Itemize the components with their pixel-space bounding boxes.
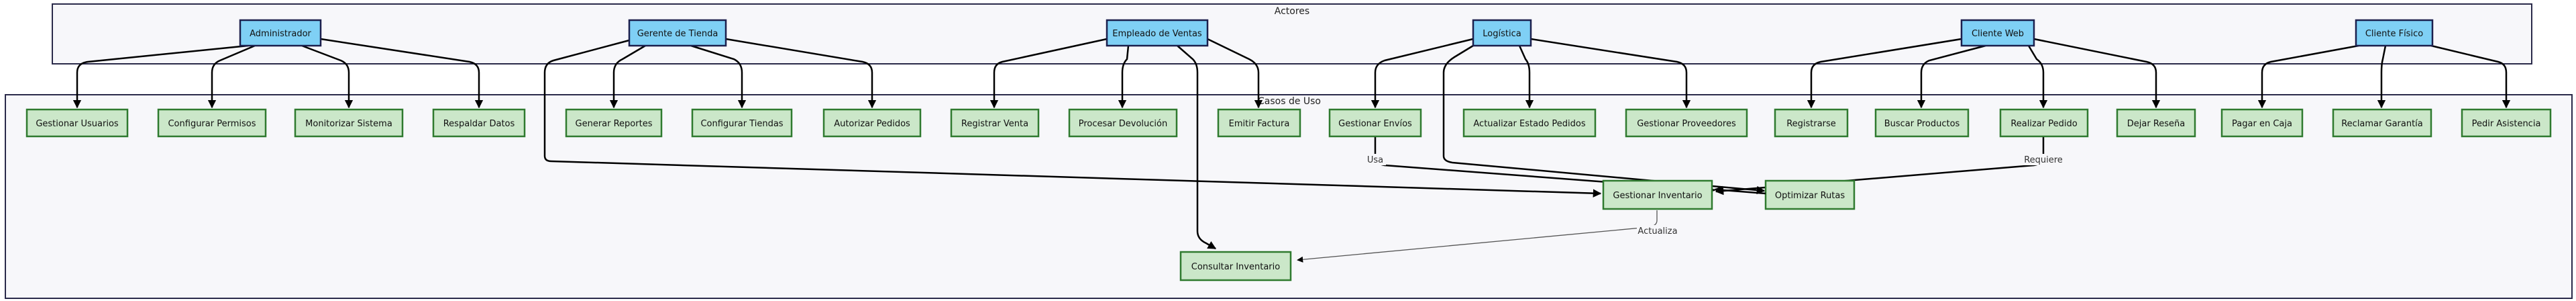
edge-logistica-actualizar <box>1518 45 1534 109</box>
edge-web-resena <box>2033 38 2161 109</box>
use-case-nodes: Gestionar Usuarios Configurar Permisos M… <box>25 108 2552 282</box>
edge-fisico-pagar <box>2257 44 2359 109</box>
uc-pagar-en-caja-label: Pagar en Caja <box>2232 119 2292 129</box>
uc-configurar-tiendas[interactable]: Configurar Tiendas <box>691 108 793 138</box>
uc-optimizar-rutas[interactable]: Optimizar Rutas <box>1764 179 1856 210</box>
edge-gerente-configurar-tiendas <box>690 44 747 109</box>
edge-web-buscar <box>1917 44 1986 109</box>
edge-logistica-optimizar <box>1442 44 1766 195</box>
actor-cliente-web[interactable]: Cliente Web <box>1960 19 2035 47</box>
actor-edges <box>72 38 2511 250</box>
uc-monitorizar-sistema-label: Monitorizar Sistema <box>305 119 392 129</box>
uc-pagar-en-caja[interactable]: Pagar en Caja <box>2220 108 2304 138</box>
actor-gerente-de-tienda[interactable]: Gerente de Tienda <box>628 19 727 47</box>
edge-label-usa: Usa <box>1367 155 1383 165</box>
uc-gestionar-envios[interactable]: Gestionar Envíos <box>1328 108 1422 138</box>
edge-admin-configurar-permisos <box>207 44 256 109</box>
uc-realizar-pedido[interactable]: Realizar Pedido <box>1999 108 2089 138</box>
edge-gerente-inventario <box>543 39 1602 198</box>
uc-respaldar-datos-label: Respaldar Datos <box>443 119 515 129</box>
uc-registrar-venta[interactable]: Registrar Venta <box>950 108 1040 138</box>
actor-logistica[interactable]: Logística <box>1472 19 1532 47</box>
uc-configurar-tiendas-label: Configurar Tiendas <box>700 119 783 129</box>
edge-gerente-generar-reportes <box>609 44 646 109</box>
uc-generar-reportes-label: Generar Reportes <box>576 119 653 129</box>
edge-empleado-consultar <box>1177 45 1217 250</box>
uc-monitorizar-sistema[interactable]: Monitorizar Sistema <box>294 108 404 138</box>
use-cases-cluster-label: Casos de Uso <box>1258 96 1321 107</box>
edge-rutas-inventario <box>1713 185 1766 195</box>
edge-web-realizar-pedido <box>2027 45 2048 109</box>
uc-consultar-inventario-label: Consultar Inventario <box>1191 262 1280 272</box>
edge-admin-gestionar-usuarios <box>72 44 249 109</box>
actor-cliente-fisico[interactable]: Cliente Físico <box>2355 19 2434 47</box>
uc-generar-reportes[interactable]: Generar Reportes <box>565 108 663 138</box>
uc-gestionar-usuarios-label: Gestionar Usuarios <box>36 119 119 129</box>
actor-cliente-web-label: Cliente Web <box>1972 29 2024 39</box>
uc-reclamar-garantia-label: Reclamar Garantía <box>2341 119 2423 129</box>
uc-gestionar-usuarios[interactable]: Gestionar Usuarios <box>25 108 129 138</box>
uc-procesar-devolucion[interactable]: Procesar Devolución <box>1068 108 1178 138</box>
edge-gerente-autorizar <box>725 38 877 109</box>
uc-registrar-venta-label: Registrar Venta <box>961 119 1028 129</box>
edge-web-registrarse <box>1807 38 1962 109</box>
edge-fisico-asistencia <box>2430 44 2511 109</box>
uc-autorizar-pedidos-label: Autorizar Pedidos <box>834 119 910 129</box>
uc-configurar-permisos-label: Configurar Permisos <box>168 119 256 129</box>
uc-buscar-productos-label: Buscar Productos <box>1884 119 1960 129</box>
actors-cluster-label: Actores <box>1275 6 1309 17</box>
uc-dejar-resena[interactable]: Dejar Reseña <box>2116 108 2196 138</box>
uc-reclamar-garantia[interactable]: Reclamar Garantía <box>2332 108 2432 138</box>
uc-configurar-permisos[interactable]: Configurar Permisos <box>157 108 267 138</box>
actor-gerente-label: Gerente de Tienda <box>637 29 718 39</box>
uc-procesar-devolucion-label: Procesar Devolución <box>1079 119 1167 129</box>
uc-dejar-resena-label: Dejar Reseña <box>2127 119 2186 129</box>
uc-gestionar-inventario[interactable]: Gestionar Inventario <box>1602 179 1713 210</box>
edge-label-actualiza: Actualiza <box>1638 226 1677 236</box>
uc-registrarse-label: Registrarse <box>1786 119 1836 129</box>
edge-admin-monitorizar <box>301 44 354 109</box>
edge-empleado-procesar-devolucion <box>1118 45 1130 109</box>
actor-nodes: Administrador Gerente de Tienda Empleado… <box>239 19 2434 47</box>
uc-gestionar-inventario-label: Gestionar Inventario <box>1613 191 1702 201</box>
uc-respaldar-datos[interactable]: Respaldar Datos <box>432 108 526 138</box>
uc-consultar-inventario[interactable]: Consultar Inventario <box>1179 251 1292 282</box>
edge-fisico-garantia <box>2377 45 2387 109</box>
edge-logistica-gestionar-envios <box>1371 38 1474 109</box>
actor-administrador-label: Administrador <box>250 29 311 39</box>
uc-gestionar-envios-label: Gestionar Envíos <box>1338 119 1412 129</box>
uc-actualizar-estado-label: Actualizar Estado Pedidos <box>1473 119 1585 129</box>
uc-pedir-asistencia-label: Pedir Asistencia <box>2472 119 2541 129</box>
actor-cliente-fisico-label: Cliente Físico <box>2365 29 2423 39</box>
uc-autorizar-pedidos[interactable]: Autorizar Pedidos <box>822 108 922 138</box>
uc-emitir-factura-label: Emitir Factura <box>1229 119 1290 129</box>
uc-optimizar-rutas-label: Optimizar Rutas <box>1775 191 1845 201</box>
actor-administrador[interactable]: Administrador <box>239 19 322 47</box>
edge-admin-respaldar <box>320 38 484 109</box>
actors-cluster: Actores <box>52 3 2532 64</box>
edge-empleado-emitir-factura <box>1207 38 1263 109</box>
uc-pedir-asistencia[interactable]: Pedir Asistencia <box>2461 108 2552 138</box>
uc-gestionar-proveedores[interactable]: Gestionar Proveedores <box>1625 108 1748 138</box>
uc-buscar-productos[interactable]: Buscar Productos <box>1874 108 1970 138</box>
actor-empleado-label: Empleado de Ventas <box>1112 29 1202 39</box>
include-edges: Usa Requiere Actualiza <box>1297 136 2063 263</box>
uc-emitir-factura[interactable]: Emitir Factura <box>1217 108 1301 138</box>
uc-actualizar-estado-pedidos[interactable]: Actualizar Estado Pedidos <box>1462 108 1597 138</box>
uc-gestionar-proveedores-label: Gestionar Proveedores <box>1637 119 1736 129</box>
uc-realizar-pedido-label: Realizar Pedido <box>2010 119 2077 129</box>
actor-empleado-de-ventas[interactable]: Empleado de Ventas <box>1106 19 1209 47</box>
edge-empleado-registrar-venta <box>989 38 1108 109</box>
actor-logistica-label: Logística <box>1483 29 1521 39</box>
edge-label-requiere: Requiere <box>2024 155 2063 165</box>
uc-registrarse[interactable]: Registrarse <box>1774 108 1849 138</box>
edge-logistica-proveedores <box>1530 38 1691 109</box>
